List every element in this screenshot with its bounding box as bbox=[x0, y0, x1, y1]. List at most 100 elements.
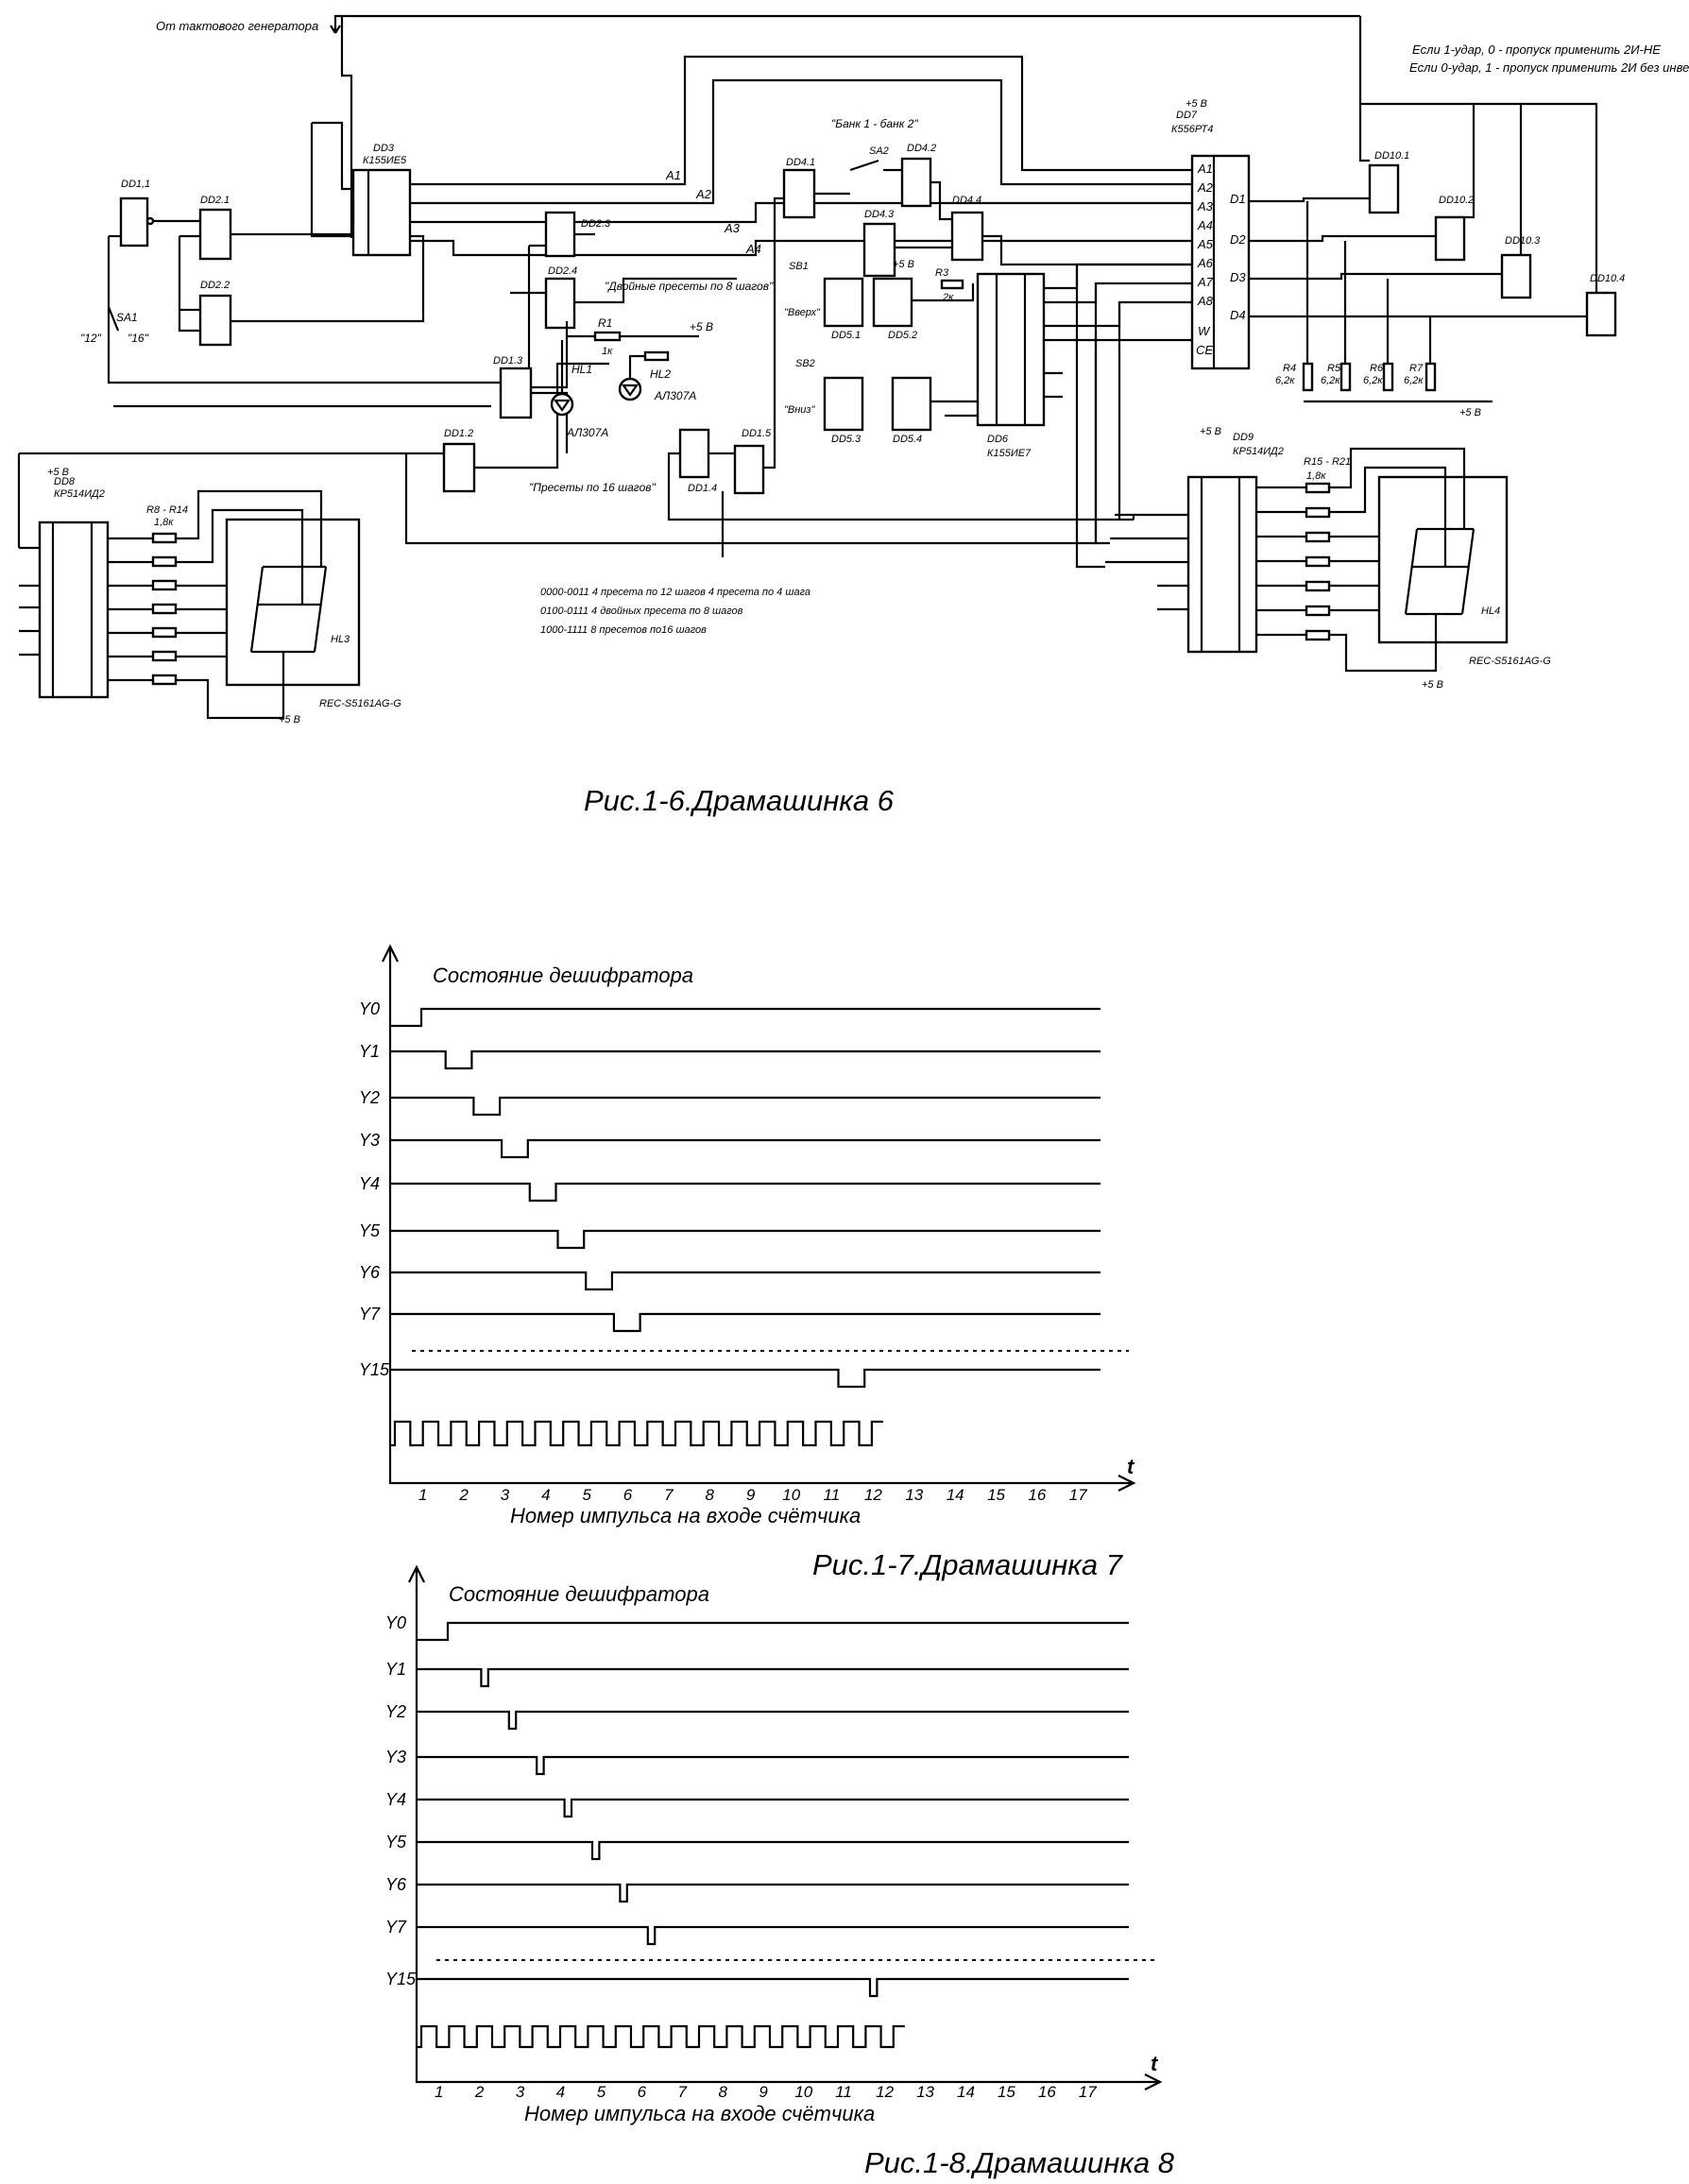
x-tick-label: 16 bbox=[1038, 2083, 1056, 2101]
svg-text:A1: A1 bbox=[1197, 162, 1213, 176]
dd10-4-gate bbox=[1585, 291, 1617, 337]
sa2-label: SA2 bbox=[869, 145, 889, 157]
waveform-y3 bbox=[389, 1138, 1100, 1159]
r5-value: 6,2к bbox=[1321, 375, 1340, 386]
r1-resistor bbox=[593, 331, 622, 342]
bank-label: "Банк 1 - банк 2" bbox=[831, 117, 918, 130]
r6-resistor bbox=[1382, 362, 1394, 392]
dd7-chip bbox=[1190, 154, 1251, 370]
x-tick-label: 12 bbox=[864, 1486, 882, 1504]
bus-a2: A2 bbox=[695, 187, 712, 201]
figure-caption-1-7: Рис.1-7.Драмашинка 7 bbox=[812, 1548, 1124, 1581]
x-tick-label: 9 bbox=[746, 1486, 756, 1504]
x-tick-label: 12 bbox=[876, 2083, 894, 2101]
svg-text:DD4.2: DD4.2 bbox=[907, 143, 936, 154]
svg-text:DD5.4: DD5.4 bbox=[893, 434, 922, 445]
waveform-y3 bbox=[416, 1755, 1129, 1776]
dd8-name: DD8 bbox=[54, 476, 76, 487]
bus-a3: A3 bbox=[724, 221, 741, 235]
x-tick-label: 2 bbox=[474, 2083, 485, 2101]
dd10-1-gate bbox=[1368, 163, 1400, 214]
bus-a1: A1 bbox=[665, 168, 681, 182]
waveform-y2 bbox=[389, 1096, 1100, 1117]
chart-title: Состояние дешифратора bbox=[449, 1582, 709, 1606]
dd3-name: DD3 bbox=[373, 143, 395, 154]
hl1-label: HL1 bbox=[572, 363, 592, 376]
plus5-dd9: +5 В bbox=[1200, 426, 1221, 437]
row-label-y15: Y15 bbox=[385, 1970, 417, 1988]
r3-label: R3 bbox=[935, 267, 949, 279]
code-note-1: 0000-0011 4 пресета по 12 шагов 4 пресет… bbox=[540, 587, 810, 598]
down-label: "Вниз" bbox=[784, 404, 816, 416]
dd10-2-gate bbox=[1434, 215, 1466, 262]
svg-text:DD4.4: DD4.4 bbox=[952, 195, 981, 206]
dd6-name: DD6 bbox=[987, 434, 1009, 445]
x-tick-label: 15 bbox=[987, 1486, 1005, 1504]
waveform-y4 bbox=[389, 1182, 1100, 1203]
r4-resistor bbox=[1302, 362, 1314, 392]
sa1-16: "16" bbox=[128, 332, 149, 345]
dd9-type: КР514ИД2 bbox=[1233, 446, 1284, 457]
hl4-label: HL4 bbox=[1481, 606, 1500, 617]
dd10-1-label: DD10.1 bbox=[1374, 150, 1409, 162]
code-note-3: 1000-1111 8 пресетов по16 шагов bbox=[540, 624, 707, 636]
dd10-4-label: DD10.4 bbox=[1590, 273, 1625, 284]
r7-value: 6,2к bbox=[1404, 375, 1424, 386]
x-tick-label: 3 bbox=[501, 1486, 510, 1504]
svg-text:D2: D2 bbox=[1230, 232, 1246, 247]
dd1-3-gate bbox=[499, 367, 533, 419]
svg-text:DD2.2: DD2.2 bbox=[200, 280, 230, 291]
bus-a4: A4 bbox=[745, 242, 761, 256]
plus5-r4-7: +5 В bbox=[1459, 407, 1481, 418]
waveform-y15 bbox=[389, 1368, 1100, 1389]
x-tick-label: 8 bbox=[718, 2083, 727, 2101]
x-axis-label: Номер импульса на входе счётчика bbox=[524, 2102, 875, 2125]
row-label-y6: Y6 bbox=[385, 1875, 407, 1894]
clock-pulse-train bbox=[389, 1420, 883, 1447]
row-label-y1: Y1 bbox=[359, 1042, 380, 1061]
waveform-y4 bbox=[416, 1798, 1129, 1818]
double-presets-label: "Двойные пресеты по 8 шагов" bbox=[605, 280, 774, 293]
display-type-hl3: REC-S5161AG-G bbox=[319, 698, 401, 709]
svg-text:A4: A4 bbox=[1197, 218, 1213, 232]
row-label-y0: Y0 bbox=[359, 999, 380, 1018]
x-tick-label: 14 bbox=[957, 2083, 975, 2101]
x-tick-label: 1 bbox=[435, 2083, 443, 2101]
r3-resistor bbox=[940, 279, 964, 290]
waveform-y7 bbox=[416, 1925, 1129, 1946]
svg-text:DD5.2: DD5.2 bbox=[888, 330, 917, 341]
dd1-5-gate bbox=[733, 444, 765, 495]
x-tick-label: 7 bbox=[678, 2083, 688, 2101]
dd4-4-gate bbox=[950, 211, 984, 262]
x-tick-label: 4 bbox=[556, 2083, 565, 2101]
dd4-2-gate bbox=[900, 157, 932, 208]
dd2-4-gate bbox=[544, 277, 576, 330]
figure-caption-1-8: Рис.1-8.Драмашинка 8 bbox=[864, 2146, 1175, 2179]
x-tick-label: 6 bbox=[638, 2083, 647, 2101]
r1-value: 1к bbox=[602, 346, 613, 357]
row-label-y4: Y4 bbox=[359, 1174, 380, 1193]
plus5-r3: +5 В bbox=[893, 259, 914, 270]
dd8-type: КР514ИД2 bbox=[54, 488, 105, 500]
dd2-3-gate bbox=[544, 211, 576, 258]
plus5-dd7: +5 В bbox=[1186, 98, 1207, 110]
dd6-type: К155ИЕ7 bbox=[987, 448, 1032, 459]
dd4-3-gate bbox=[862, 222, 896, 278]
x-tick-label: 10 bbox=[782, 1486, 800, 1504]
hl3-label: HL3 bbox=[331, 634, 350, 645]
hl2-type: АЛ307А bbox=[654, 389, 696, 402]
dd6-chip bbox=[976, 272, 1046, 427]
dd5-3-gate bbox=[823, 376, 864, 432]
r5-resistor bbox=[1339, 362, 1352, 392]
plus5-dd8: +5 В bbox=[47, 467, 69, 478]
r4-label: R4 bbox=[1283, 363, 1296, 374]
svg-text:A7: A7 bbox=[1197, 275, 1214, 289]
x-tick-label: 13 bbox=[916, 2083, 934, 2101]
waveform-y6 bbox=[389, 1271, 1100, 1291]
row-label-y6: Y6 bbox=[359, 1263, 381, 1282]
x-tick-label: 2 bbox=[458, 1486, 469, 1504]
dd9-chip bbox=[1186, 475, 1258, 654]
